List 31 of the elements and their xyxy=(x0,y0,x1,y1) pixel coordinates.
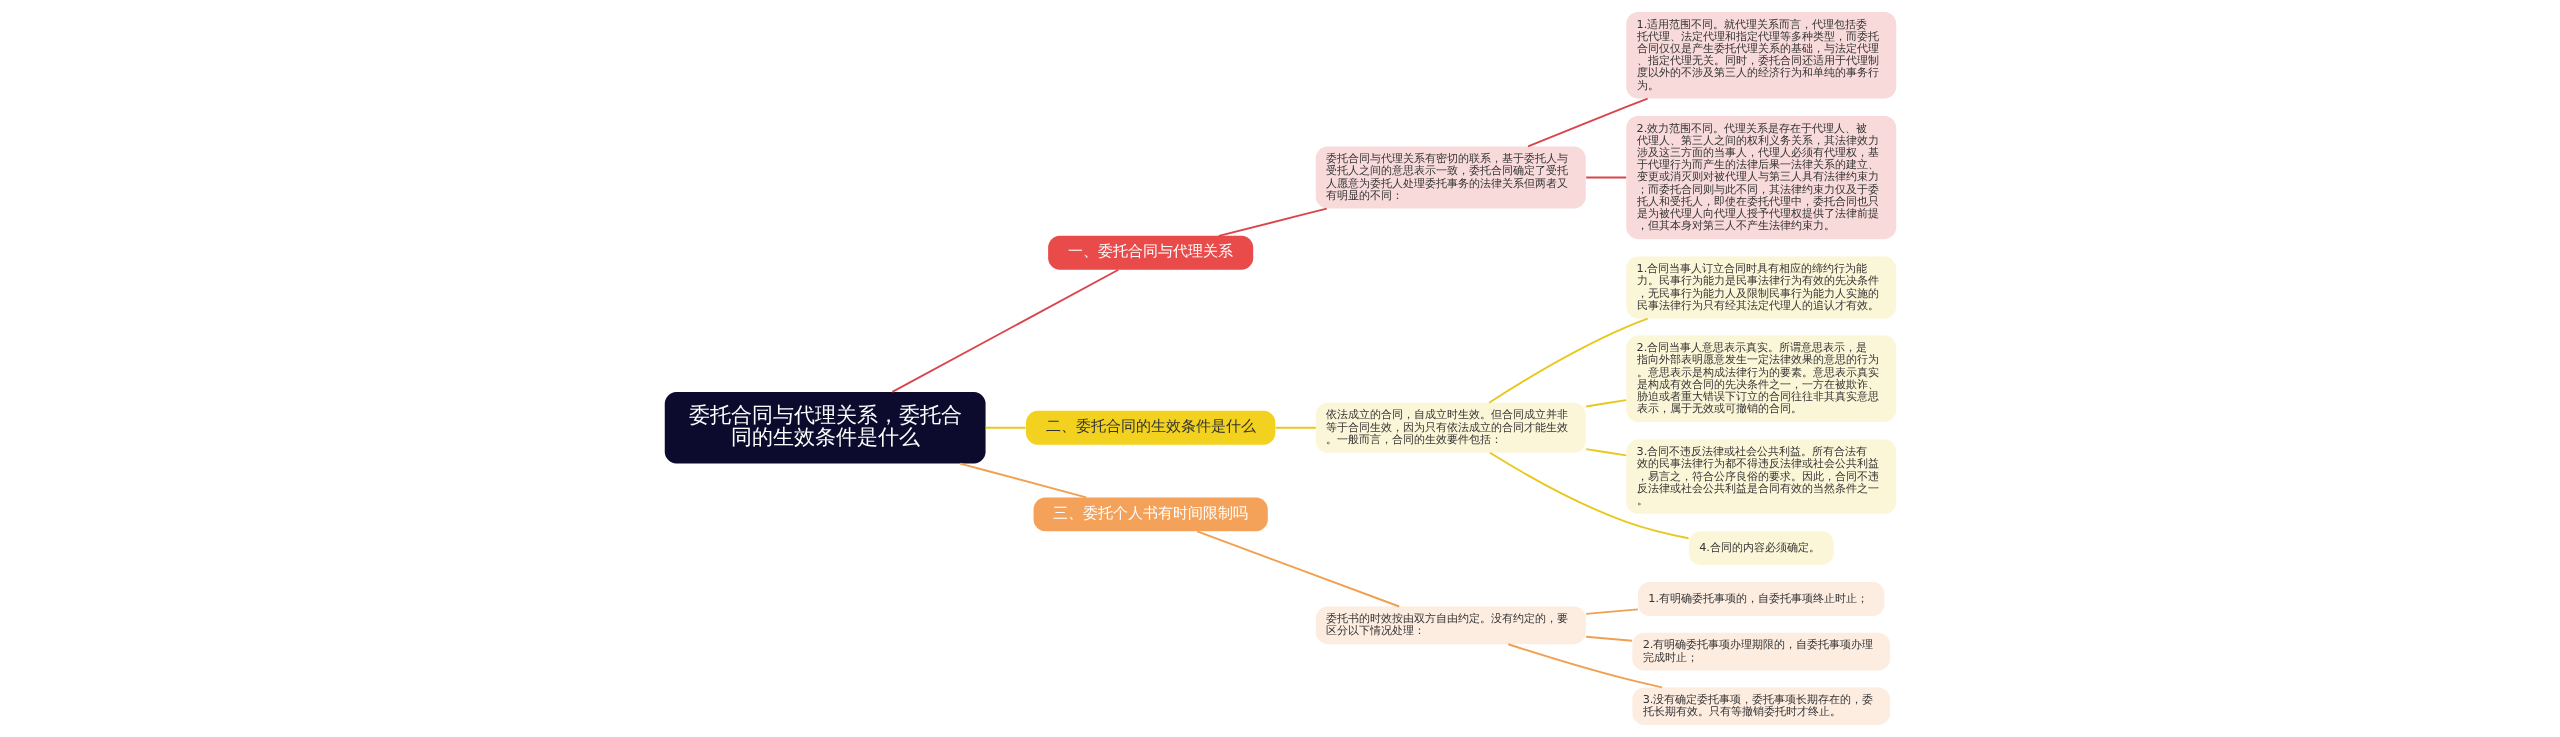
node-box: 1.有明确委托事项的，自委托事项终止时止； xyxy=(1637,582,1884,616)
connector xyxy=(1274,426,1317,429)
connector xyxy=(1487,317,1649,404)
connector xyxy=(1217,207,1328,237)
node-box: 委托合同与代理关系有密切的联系，基于委托人与受托人之间的意思表示一致，委托合同确定了受托人愿意为委托人处理委托事务的法律关系但两者又有明显的不同： xyxy=(1315,146,1586,209)
node-box: 三、委托个人书有时间限制吗 xyxy=(1033,497,1268,532)
node-box: 1.合同当事人订立合同时具有相应的缔约行为能力。民事行为能力是民事法律行为有效的先决条件，无民事行为能力人及限制民事行为能力人实施的民事法律行为只有经其法定代理人的追认才有效。 xyxy=(1625,256,1896,319)
node-box: 1.适用范围不同。就代理关系而言，代理包括委托代理、法定代理和指定代理等多种类型，而委托合同仅仅是产生委托代理关系的基础，与法定代理、指定代理无关。同时，委托合同还适用于代理制度以外的不涉及第三人的经济行为和单纯的事务行为。 xyxy=(1625,11,1896,99)
node-box: 2.效力范围不同。代理关系是存在于代理人、被代理人、第三人之间的权利义务关系，其法律效力涉及这三方面的当事人，代理人必须有代理权，基于代理行为而产生的法律后果一法律关系的建立、变更或消灭则对被代理人与第三人具有法律约束力；而委托合同则与此不同，其法律约束力仅及于委托人和受托人，即使在委托代理中，委托合同也只是为被代理人向代理人授予代理权提供了法律前提，但其本身对第三人不产生法律约束力。 xyxy=(1625,115,1896,240)
node-box: 二、委托合同的生效条件是什么 xyxy=(1025,410,1275,445)
connector xyxy=(1584,176,1627,179)
node-box: 2.合同当事人意思表示真实。所谓意思表示，是指向外部表明愿意发生一定法律效果的意思的行为。意思表示是构成法律行为的要素。意思表示真实是构成有效合同的先决条件之一，一方在被欺诈、胁迫或者重大错误下订立的合同往往非其真实意思表示，属于无效或可撤销的合同。 xyxy=(1625,335,1896,423)
node-box: 2.有明确委托事项办理期限的，自委托事项办理完成时止； xyxy=(1631,632,1890,671)
node-box: 委托书的时效按由双方自由约定。没有约定的，要区分以下情况处理： xyxy=(1315,606,1586,645)
connector xyxy=(890,268,1119,393)
node-box: 委托合同与代理关系，委托合同的生效条件是什么 xyxy=(664,392,986,464)
connector xyxy=(1506,643,1663,689)
connector xyxy=(1526,97,1649,148)
connector xyxy=(1195,530,1400,608)
connector xyxy=(1584,448,1627,457)
node-box: 3.没有确定委托事项，委托事项长期存在的，委托长期有效。只有等撤销委托时才终止。 xyxy=(1631,687,1890,726)
connector xyxy=(958,462,1087,499)
node-box: 依法成立的合同，自成立时生效。但合同成立并非等于合同生效，因为只有依法成立的合同才能生效。一般而言，合同的生效要件包括： xyxy=(1315,402,1586,453)
node-box: 4.合同的内容必须确定。 xyxy=(1688,531,1834,566)
connector xyxy=(1488,451,1690,540)
connector xyxy=(1584,608,1639,615)
connector xyxy=(1584,635,1633,642)
connector xyxy=(984,426,1027,429)
node-box: 3.合同不违反法律或社会公共利益。所有合法有效的民事法律行为都不得违反法律或社会公共利益，易言之，符合公序良俗的要求。因此，合同不违反法律或社会公共利益是合同有效的当然条件之一。 xyxy=(1625,439,1896,514)
connector xyxy=(1584,399,1627,408)
node-box: 一、委托合同与代理关系 xyxy=(1047,235,1253,270)
